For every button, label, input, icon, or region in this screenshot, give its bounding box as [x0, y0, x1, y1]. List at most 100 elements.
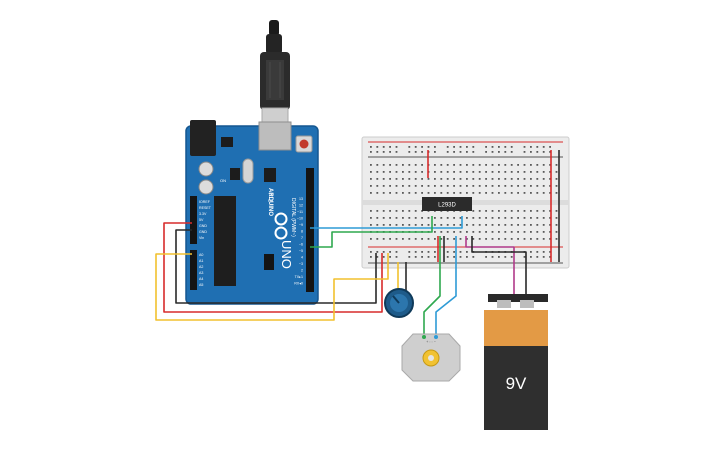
breadboard-hole[interactable] — [402, 185, 404, 187]
breadboard-hole[interactable] — [421, 146, 423, 148]
breadboard-hole[interactable] — [421, 151, 423, 153]
breadboard-hole[interactable] — [491, 217, 494, 219]
breadboard-hole[interactable] — [542, 231, 545, 233]
breadboard-hole[interactable] — [434, 164, 436, 166]
breadboard-hole[interactable] — [446, 238, 449, 240]
breadboard-hole[interactable] — [523, 224, 526, 226]
breadboard-hole[interactable] — [491, 171, 494, 173]
breadboard-hole[interactable] — [549, 178, 551, 180]
breadboard-hole[interactable] — [395, 192, 398, 194]
breadboard-hole[interactable] — [478, 185, 481, 187]
breadboard-hole[interactable] — [440, 231, 443, 233]
breadboard-hole[interactable] — [555, 171, 558, 173]
breadboard-hole[interactable] — [376, 192, 379, 194]
breadboard-hole[interactable] — [453, 251, 455, 253]
breadboard-hole[interactable] — [517, 171, 519, 173]
breadboard-hole[interactable] — [517, 238, 519, 240]
breadboard-hole[interactable] — [434, 251, 436, 253]
breadboard-hole[interactable] — [427, 185, 430, 187]
breadboard-hole[interactable] — [498, 224, 500, 226]
breadboard-hole[interactable] — [523, 192, 526, 194]
breadboard-hole[interactable] — [536, 178, 539, 180]
battery-9v[interactable]: 9V — [484, 294, 548, 430]
breadboard-hole[interactable] — [453, 151, 455, 153]
breadboard-hole[interactable] — [395, 224, 398, 226]
breadboard-hole[interactable] — [395, 256, 398, 258]
breadboard-hole[interactable] — [395, 185, 398, 187]
breadboard-hole[interactable] — [382, 224, 385, 226]
breadboard-hole[interactable] — [517, 210, 519, 212]
breadboard-hole[interactable] — [555, 185, 558, 187]
breadboard-hole[interactable] — [459, 185, 462, 187]
breadboard-hole[interactable] — [549, 171, 551, 173]
breadboard-hole[interactable] — [530, 185, 532, 187]
breadboard-hole[interactable] — [414, 238, 417, 240]
breadboard-hole[interactable] — [517, 185, 519, 187]
breadboard-hole[interactable] — [453, 238, 455, 240]
breadboard-hole[interactable] — [376, 238, 379, 240]
breadboard-hole[interactable] — [402, 164, 404, 166]
breadboard-hole[interactable] — [459, 217, 462, 219]
breadboard-hole[interactable] — [491, 164, 494, 166]
breadboard-hole[interactable] — [440, 164, 443, 166]
breadboard-hole[interactable] — [466, 171, 468, 173]
breadboard-hole[interactable] — [446, 178, 449, 180]
breadboard-hole[interactable] — [523, 217, 526, 219]
breadboard-hole[interactable] — [485, 231, 487, 233]
breadboard-hole[interactable] — [530, 192, 532, 194]
breadboard-hole[interactable] — [536, 238, 539, 240]
breadboard-hole[interactable] — [485, 192, 487, 194]
breadboard-hole[interactable] — [549, 164, 551, 166]
breadboard-hole[interactable] — [402, 217, 404, 219]
breadboard-hole[interactable] — [491, 224, 494, 226]
breadboard-hole[interactable] — [395, 210, 398, 212]
breadboard-hole[interactable] — [382, 256, 385, 258]
breadboard-hole[interactable] — [395, 217, 398, 219]
breadboard-hole[interactable] — [427, 178, 430, 180]
breadboard-hole[interactable] — [504, 171, 507, 173]
breadboard-hole[interactable] — [542, 192, 545, 194]
breadboard-hole[interactable] — [376, 251, 379, 253]
breadboard-hole[interactable] — [414, 185, 417, 187]
breadboard-hole[interactable] — [459, 224, 462, 226]
breadboard-hole[interactable] — [376, 171, 379, 173]
breadboard-hole[interactable] — [542, 256, 545, 258]
breadboard-hole[interactable] — [389, 185, 391, 187]
breadboard-hole[interactable] — [389, 210, 391, 212]
breadboard-hole[interactable] — [542, 238, 545, 240]
breadboard-hole[interactable] — [402, 178, 404, 180]
breadboard-hole[interactable] — [440, 171, 443, 173]
breadboard-hole[interactable] — [408, 151, 411, 153]
breadboard-hole[interactable] — [555, 231, 558, 233]
breadboard-hole[interactable] — [453, 256, 455, 258]
breadboard-hole[interactable] — [440, 192, 443, 194]
breadboard-hole[interactable] — [498, 192, 500, 194]
breadboard-hole[interactable] — [523, 238, 526, 240]
breadboard-hole[interactable] — [530, 171, 532, 173]
breadboard-hole[interactable] — [376, 146, 379, 148]
breadboard-hole[interactable] — [466, 256, 468, 258]
breadboard-hole[interactable] — [370, 185, 372, 187]
breadboard-hole[interactable] — [434, 238, 436, 240]
breadboard-hole[interactable] — [466, 151, 468, 153]
breadboard-hole[interactable] — [389, 251, 391, 253]
breadboard-hole[interactable] — [370, 224, 372, 226]
breadboard-hole[interactable] — [453, 171, 455, 173]
breadboard-hole[interactable] — [498, 238, 500, 240]
breadboard-hole[interactable] — [498, 164, 500, 166]
breadboard-hole[interactable] — [459, 164, 462, 166]
breadboard-hole[interactable] — [408, 224, 411, 226]
breadboard-hole[interactable] — [542, 178, 545, 180]
breadboard-hole[interactable] — [446, 256, 449, 258]
breadboard-hole[interactable] — [427, 251, 430, 253]
breadboard-hole[interactable] — [472, 171, 475, 173]
breadboard-hole[interactable] — [530, 231, 532, 233]
breadboard-hole[interactable] — [530, 164, 532, 166]
breadboard-hole[interactable] — [536, 151, 539, 153]
breadboard-hole[interactable] — [498, 217, 500, 219]
breadboard-hole[interactable] — [427, 238, 430, 240]
breadboard-hole[interactable] — [434, 146, 436, 148]
breadboard-hole[interactable] — [530, 224, 532, 226]
breadboard-hole[interactable] — [453, 217, 455, 219]
breadboard-hole[interactable] — [536, 164, 539, 166]
